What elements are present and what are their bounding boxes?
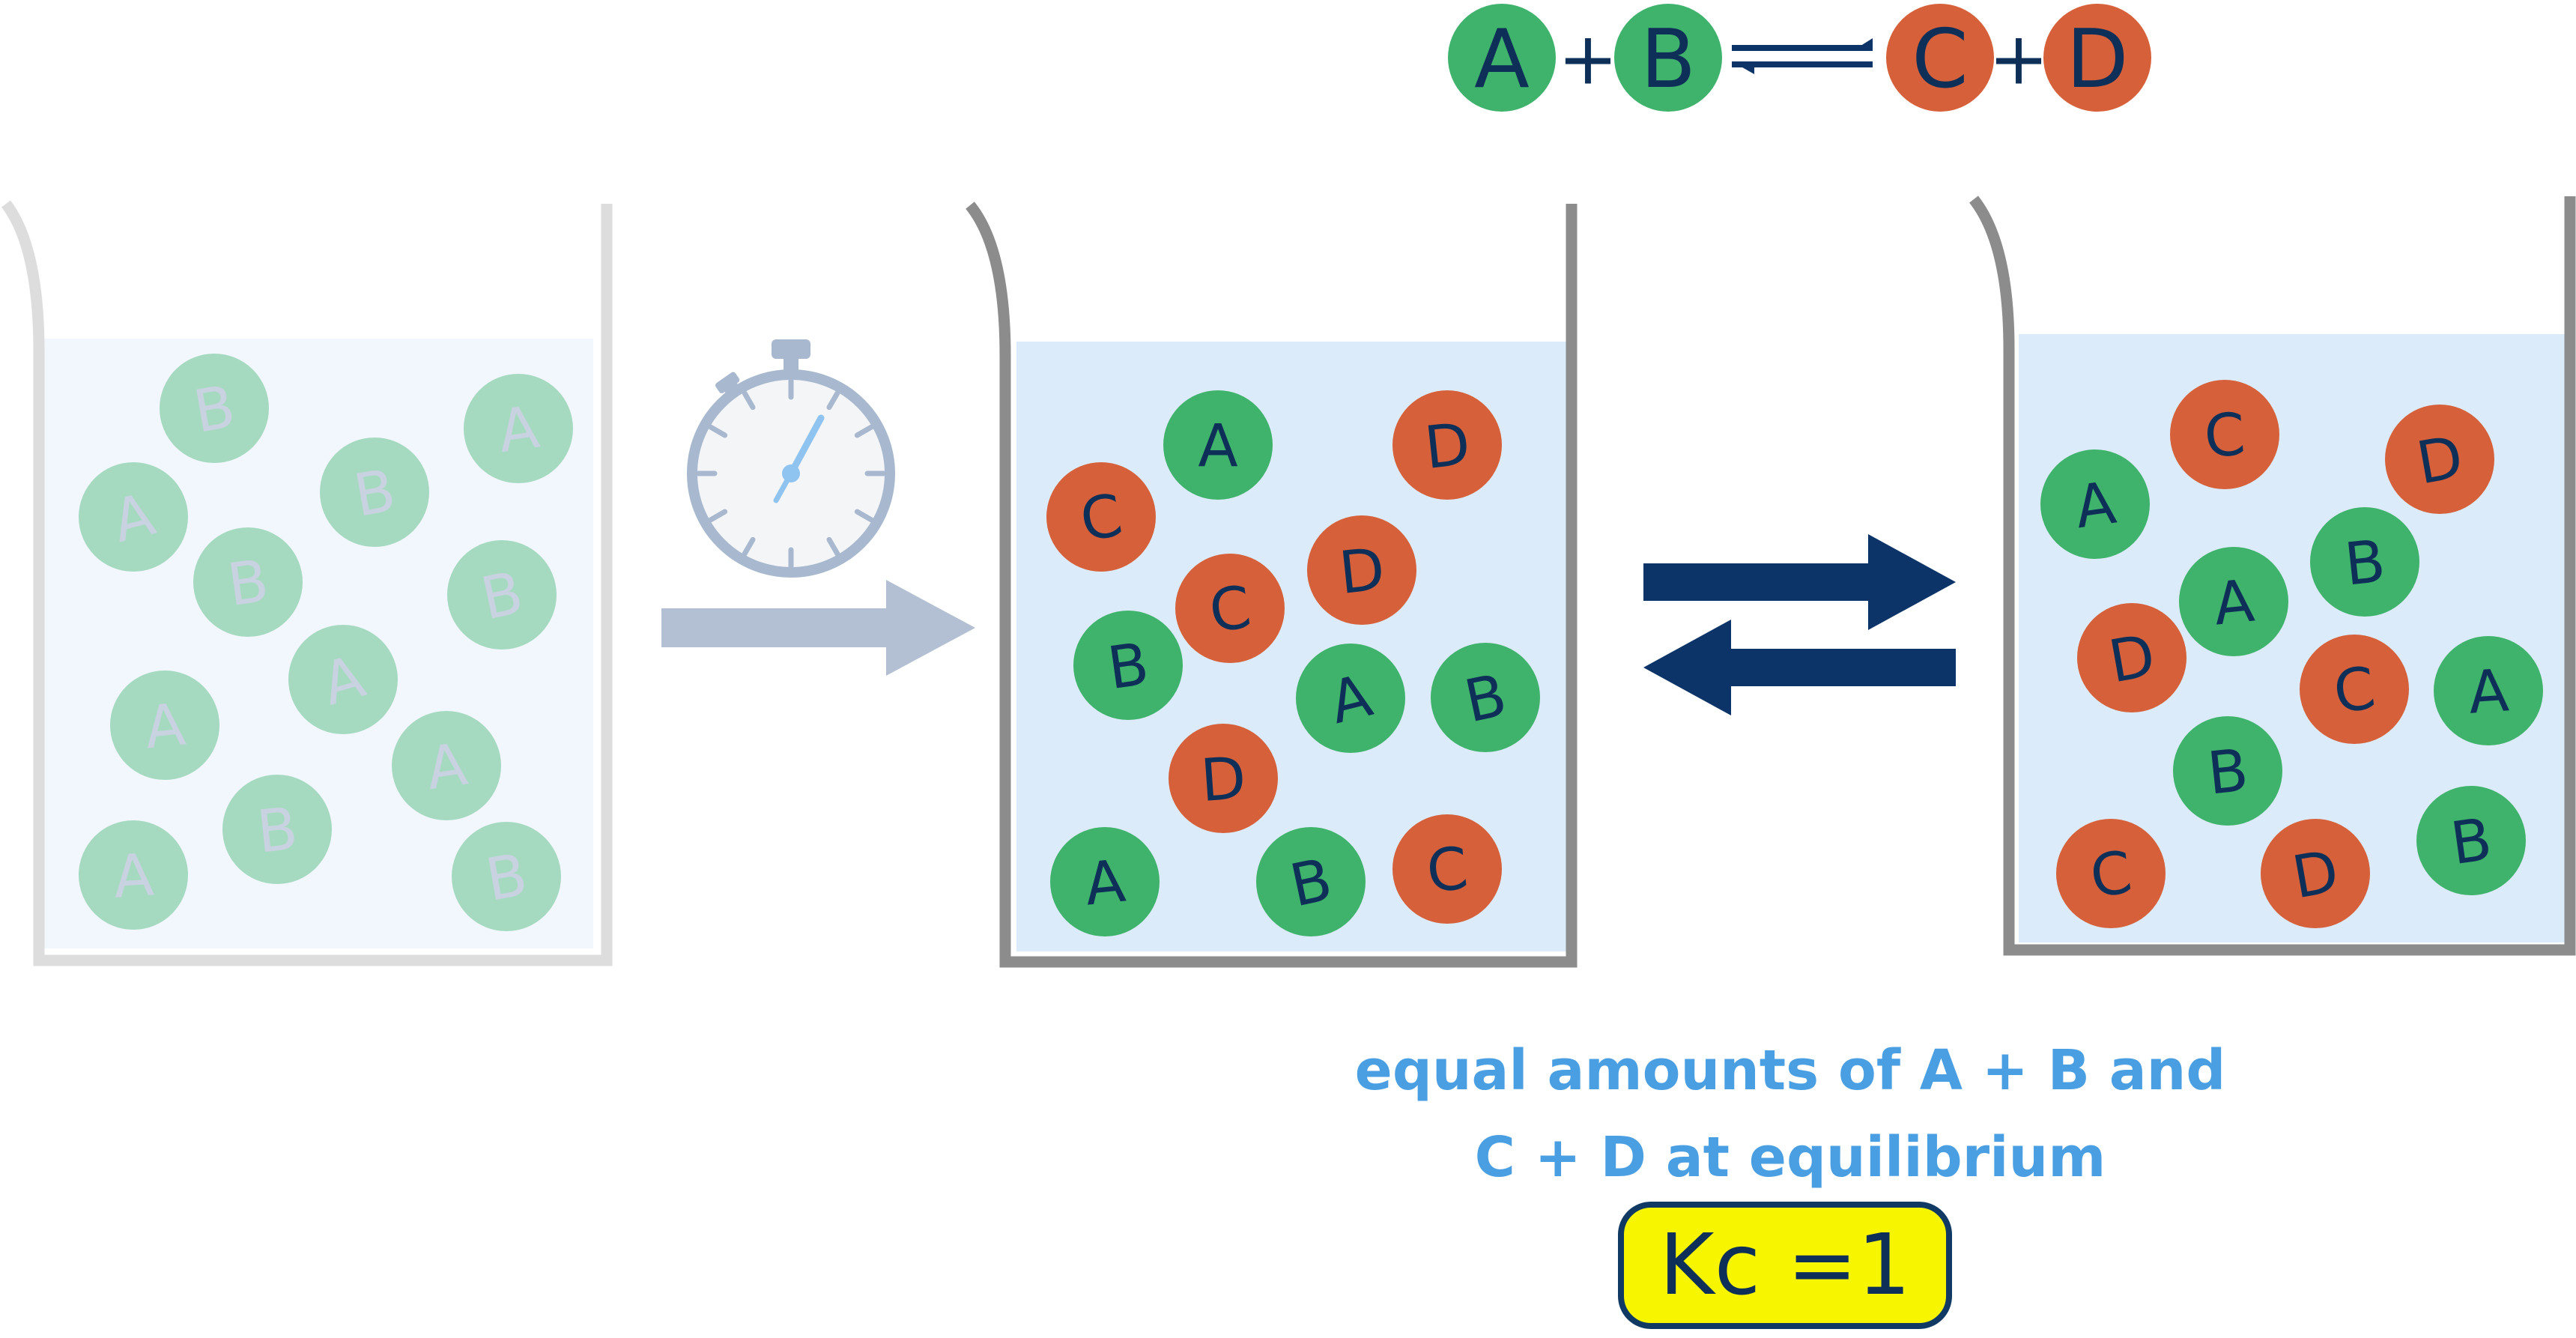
molecule-circle [1392,814,1502,924]
molecule-circle [1175,554,1285,663]
molecule-circle [2300,635,2409,744]
molecule-label: C [2202,401,2248,471]
stopwatch-tick [708,509,728,523]
molecule-label: C [1423,835,1471,906]
equation-product-1: C [1912,13,1968,106]
molecule-label: D [1422,411,1473,482]
molecule-circle [320,438,429,547]
stopwatch-tick [742,536,756,557]
beaker-middle-glass [966,202,1578,968]
stopwatch-tick [742,390,756,411]
molecule-circle [1169,724,1278,833]
molecule-label: A [2466,657,2511,727]
kc-label: Kc =1 [1659,1217,1911,1314]
beaker-equilibrium-glass [1969,196,2576,956]
molecule-circle [1046,462,1156,572]
beaker-start-glass [1,200,613,966]
molecule-circle [79,820,188,930]
molecule-label: C [2330,655,2379,727]
molecule-label: A [1198,413,1237,480]
molecule-circle [2077,603,2186,712]
molecule-label: A [2210,568,2257,639]
molecule-circle [1050,827,1160,936]
equation-product-2-circle [2043,4,2151,112]
molecule-label: D [1198,745,1248,815]
equation: A + B C + D [1448,4,2151,112]
molecule-circle [1431,643,1540,752]
molecule-circle [1163,390,1273,500]
molecule-label: B [224,548,273,620]
molecule-circle [2056,819,2166,928]
molecule-circle [160,354,269,463]
molecule-label: A [1082,848,1128,919]
molecule-circle [447,540,557,650]
molecule-circle [1073,611,1183,720]
stopwatch-tick [826,536,840,557]
molecule-circle [2385,405,2494,514]
molecule-label: C [2086,839,2136,912]
molecule-circle [2416,786,2526,895]
molecule-circle [193,527,303,637]
molecule-circle [464,374,573,483]
molecule-circle [2261,819,2370,928]
caption-line-1: equal amounts of A + B and [1354,1038,2226,1103]
molecule-label: B [1104,631,1154,703]
equation-reactant-2: B [1640,13,1696,106]
molecule-label: A [2071,470,2120,542]
stopwatch-tick [854,509,874,523]
molecule-label: B [2204,737,2252,808]
molecule-label: B [254,796,301,867]
molecule-label: A [422,731,471,804]
molecule-circle [392,711,501,820]
molecule-circle [2434,636,2543,745]
molecule-label: D [1336,536,1388,608]
molecule-label: C [1205,574,1255,647]
equation-plus-2: + [1989,17,2049,101]
equation-product-1-circle [1886,4,1994,112]
equilibrium-half-arrows-icon [1732,38,1873,74]
molecule-circle [222,775,332,884]
molecule-circle [2310,507,2419,617]
molecule-circle [2040,449,2150,559]
molecule-label: A [111,841,156,912]
molecule-circle [1307,515,1416,625]
molecule-label: B [2342,528,2389,599]
molecule-label: B [2447,806,2497,879]
reversible-arrows-icon [1643,534,1956,715]
equation-reactant-2-circle [1614,4,1722,112]
caption-line-2: C + D at equilibrium [1474,1125,2106,1190]
stopwatch-icon [687,339,895,578]
equation-product-2: D [2066,13,2128,106]
right-arrow-icon [661,580,975,676]
molecule-label: A [494,394,543,467]
molecule-circle [2170,380,2279,489]
stopwatch-tick [854,424,874,438]
molecule-circle [2179,547,2288,656]
stopwatch-tick [826,390,840,411]
equation-plus-1: + [1558,17,1618,101]
molecule-circle [110,670,219,780]
molecule-circle [1296,644,1405,753]
beaker-start-water [43,339,593,948]
molecule-circle [1256,827,1366,936]
stopwatch-tick [708,424,728,438]
molecule-label: A [142,691,188,763]
equation-reactant-1: A [1474,13,1530,106]
molecule-circle [2173,716,2282,826]
molecule-circle [288,625,398,734]
kc-label-box: Kc =1 [1618,1202,1952,1329]
molecule-circle [1392,390,1502,500]
equation-reactant-1-circle [1448,4,1556,112]
molecule-circle [452,822,561,931]
molecule-circle [79,462,188,572]
